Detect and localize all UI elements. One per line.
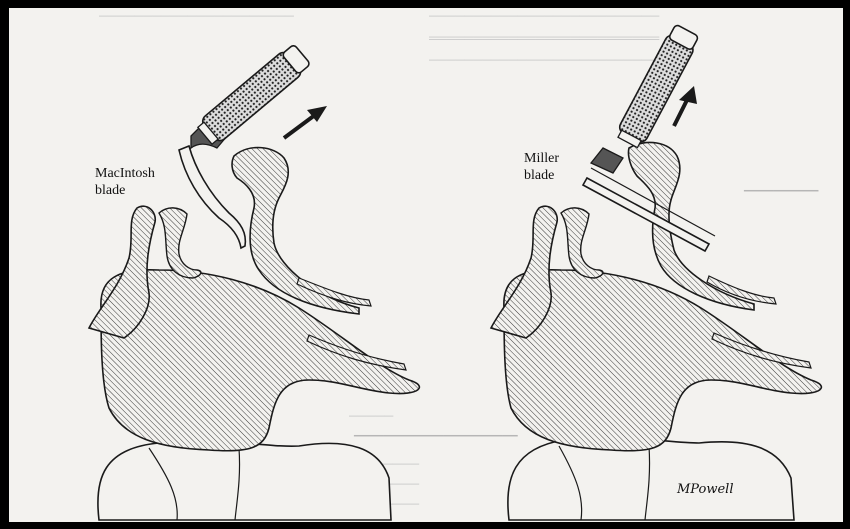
left-incisor xyxy=(159,208,201,278)
right-neck-base xyxy=(508,438,794,520)
figure-frame: ────────────────────── ─────────────────… xyxy=(9,8,843,522)
left-blade-label: MacIntosh blade xyxy=(95,165,155,199)
artist-signature: MPowell xyxy=(677,482,734,497)
right-blade-label-line1: Miller xyxy=(524,150,559,167)
right-miller-blade xyxy=(583,178,709,251)
left-panel xyxy=(89,43,419,520)
right-blade-label: Miller blade xyxy=(524,150,559,184)
right-laryngoscope-handle xyxy=(614,23,700,149)
left-neck-base xyxy=(98,441,391,520)
right-blade-label-line2: blade xyxy=(524,167,559,184)
right-incisor xyxy=(561,208,603,278)
left-blade-label-line1: MacIntosh xyxy=(95,165,155,182)
right-panel xyxy=(491,23,821,520)
left-blade-label-line2: blade xyxy=(95,182,155,199)
right-lift-arrow xyxy=(674,86,697,126)
left-lift-arrow xyxy=(284,106,327,138)
laryngoscopy-illustration xyxy=(9,8,843,522)
right-handle-hinge xyxy=(591,148,623,173)
